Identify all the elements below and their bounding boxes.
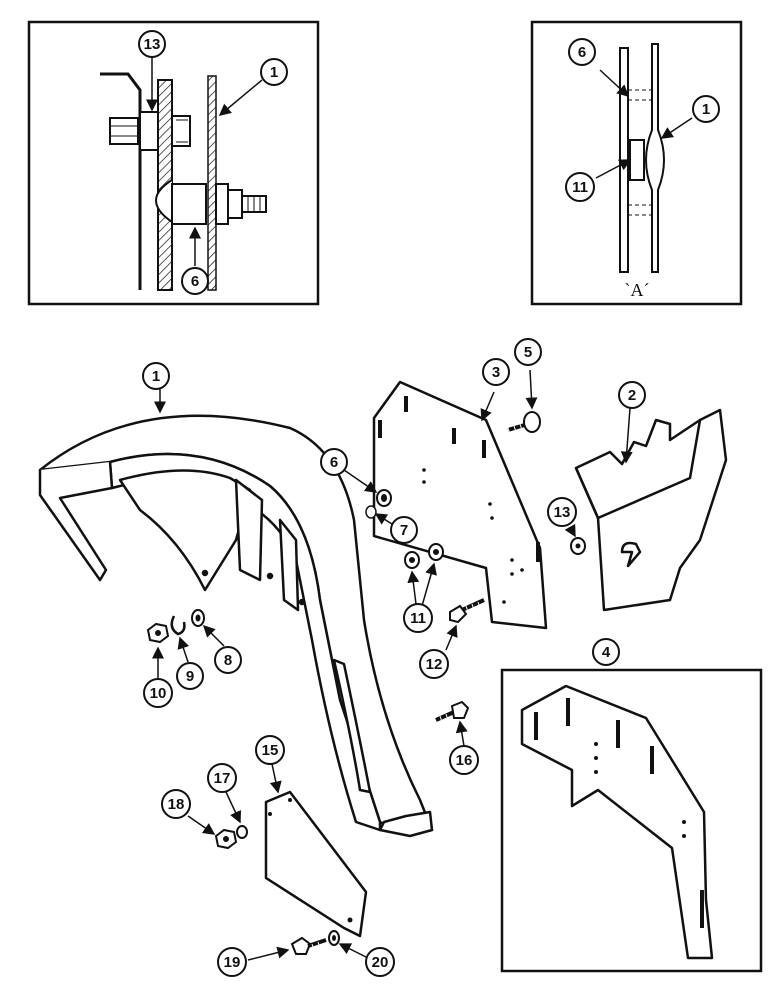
spacers-11 [404, 543, 444, 569]
inset-frame-a [530, 20, 743, 306]
callout-7-label: 7 [400, 522, 408, 539]
callout-13-label: 13 [554, 504, 571, 521]
callout-1-inset [260, 58, 288, 86]
callout-1-insetA-label: 1 [702, 101, 710, 118]
upper-bolt [109, 111, 191, 151]
callout-6-label: 6 [330, 454, 338, 471]
callout-6-insetA-label: 6 [578, 44, 586, 61]
callout-11-insetA [565, 172, 595, 202]
callout-9-label: 9 [186, 668, 194, 685]
callout-17 [207, 763, 237, 793]
callout-16 [449, 745, 479, 775]
washer-20 [328, 930, 340, 946]
callout-11-label: 11 [410, 610, 426, 627]
callout-18-label: 18 [168, 796, 185, 813]
inset-detail-left: 13 1 6 [27, 20, 320, 306]
callout-13-inset-label: 13 [144, 36, 161, 53]
callout-1-label: 1 [152, 368, 160, 385]
callout-11-insetA-label: 11 [572, 179, 588, 196]
inset-a-caption: `A´ [625, 280, 650, 300]
callout-7 [390, 516, 418, 544]
nut-10 [146, 622, 170, 644]
callout-19 [217, 947, 247, 977]
callout-5 [514, 338, 542, 366]
callout-11 [403, 603, 433, 633]
callout-6-inset-label: 6 [191, 273, 199, 290]
callout-15 [255, 735, 285, 765]
washer-8 [191, 609, 205, 627]
callout-9 [176, 662, 204, 690]
callout-13 [547, 497, 577, 527]
bolt-12 [449, 598, 485, 624]
callout-12 [419, 649, 449, 679]
callout-8 [214, 646, 242, 674]
inset-a-shield [645, 43, 665, 273]
fender-part [38, 414, 434, 838]
inset-a-plate-left [619, 47, 629, 273]
inset-detail-a: 6 1 11 `A´ [530, 20, 743, 306]
mounting-plate [372, 380, 548, 630]
callout-13-inset [138, 30, 166, 58]
callout-6 [320, 448, 348, 476]
callout-8-label: 8 [224, 652, 232, 669]
callout-12-label: 12 [426, 656, 443, 673]
callout-20 [365, 947, 395, 977]
bolt-16 [435, 700, 470, 723]
callout-6-inset [181, 267, 209, 295]
lock-washer-9 [170, 615, 186, 636]
spacer-6 [376, 489, 392, 507]
callout-3-label: 3 [492, 364, 500, 381]
bolt-19 [290, 936, 327, 955]
callout-3 [482, 358, 510, 386]
callout-6-insetA [568, 38, 596, 66]
shield-plate [207, 75, 217, 291]
callout-4-label: 4 [602, 644, 611, 661]
gusset-plate [264, 790, 368, 938]
callout-10 [143, 678, 173, 708]
callout-2 [618, 381, 646, 409]
callout-4 [592, 638, 620, 666]
inset-frame-4 [500, 668, 763, 973]
nut-18 [214, 828, 238, 850]
washer-7 [365, 505, 377, 519]
callout-19-label: 19 [224, 954, 241, 971]
nut-13 [570, 537, 586, 555]
callout-16-label: 16 [456, 752, 473, 769]
callout-10-label: 10 [150, 685, 167, 702]
inset-plate-4 [500, 668, 763, 973]
callout-17-label: 17 [214, 770, 231, 787]
washer-17 [236, 825, 248, 839]
lower-spacer-bolt [155, 179, 267, 225]
callout-18 [161, 789, 191, 819]
callout-2-label: 2 [628, 387, 636, 404]
callout-5-label: 5 [524, 344, 532, 361]
callout-1-insetA [692, 95, 720, 123]
bolt-5 [507, 411, 541, 435]
inset-a-spacer [629, 139, 645, 181]
bracket-plate [100, 72, 142, 290]
inset-frame-left [27, 20, 320, 306]
callout-15-label: 15 [262, 742, 279, 759]
frame-bracket [574, 408, 728, 612]
callout-20-label: 20 [372, 954, 389, 971]
callout-1-inset-label: 1 [270, 64, 278, 81]
callout-1 [142, 362, 170, 390]
